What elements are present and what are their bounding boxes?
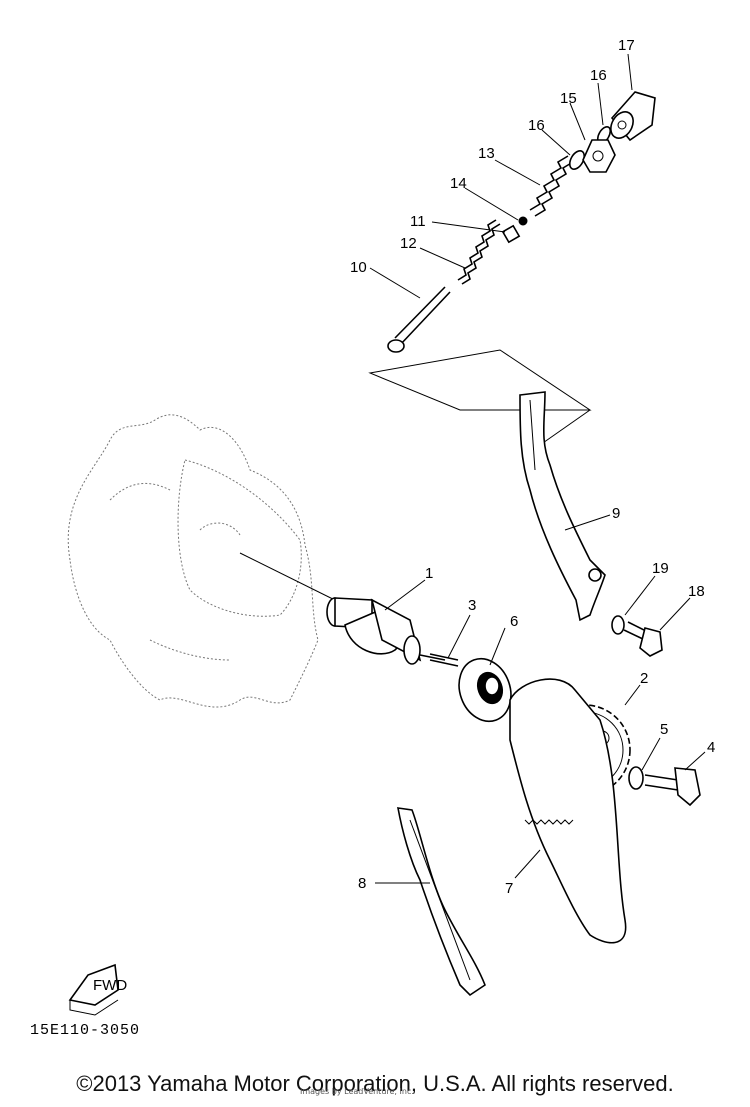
callout-7: 7 <box>505 880 513 897</box>
callout-4: 4 <box>707 739 715 756</box>
diagram-code: 15E110-3050 <box>30 1022 141 1039</box>
part-5-washer <box>628 766 644 790</box>
callout-8: 8 <box>358 875 366 892</box>
part-8-chain-guide <box>397 807 486 997</box>
part-18-bolt <box>623 621 663 657</box>
callout-2: 2 <box>640 670 648 687</box>
part-1-camshaft <box>326 597 446 665</box>
engine-case-outline <box>67 414 319 708</box>
callout-18: 18 <box>688 583 705 600</box>
callout-labels: 1 2 3 4 5 6 7 8 9 10 11 12 13 14 15 16 1… <box>350 37 715 897</box>
part-14-ball <box>518 216 528 226</box>
callout-6: 6 <box>510 613 518 630</box>
fwd-arrow: FWD <box>68 963 127 1016</box>
part-12-spring <box>457 219 501 285</box>
callout-14: 14 <box>450 175 467 192</box>
callout-3: 3 <box>468 597 476 614</box>
callout-15: 15 <box>560 90 577 107</box>
watermark-text: Images by LeadVenture, Inc. <box>300 1087 414 1096</box>
callout-10: 10 <box>350 259 367 276</box>
callout-1: 1 <box>425 565 433 582</box>
part-3-pin <box>429 653 459 667</box>
callout-13: 13 <box>478 145 495 162</box>
callout-12: 12 <box>400 235 417 252</box>
callout-16-lower: 16 <box>528 117 545 134</box>
callout-19: 19 <box>652 560 669 577</box>
callout-17: 17 <box>618 37 635 54</box>
part-15-nut <box>582 139 616 173</box>
part-7-cam-chain <box>509 678 627 944</box>
part-9-tensioner-guide <box>519 391 606 622</box>
part-11-collar <box>501 224 521 244</box>
callout-9: 9 <box>612 505 620 522</box>
part-17-cap <box>610 91 656 142</box>
tensioner-assembly-bracket <box>368 349 592 411</box>
part-13-spring <box>529 155 574 217</box>
callout-11: 11 <box>410 213 426 230</box>
fwd-label: FWD <box>93 977 127 994</box>
part-16-o-ring-lower <box>568 150 586 170</box>
callout-16-upper: 16 <box>590 67 607 84</box>
part-19-washer <box>611 615 625 635</box>
callout-5: 5 <box>660 721 668 738</box>
part-10-rod <box>387 286 451 353</box>
leader-lines <box>369 53 706 884</box>
copyright-notice: ©2013 Yamaha Motor Corporation, U.S.A. A… <box>76 1071 674 1096</box>
part-6-rotor <box>458 657 512 723</box>
part-4-bolt <box>644 767 701 807</box>
